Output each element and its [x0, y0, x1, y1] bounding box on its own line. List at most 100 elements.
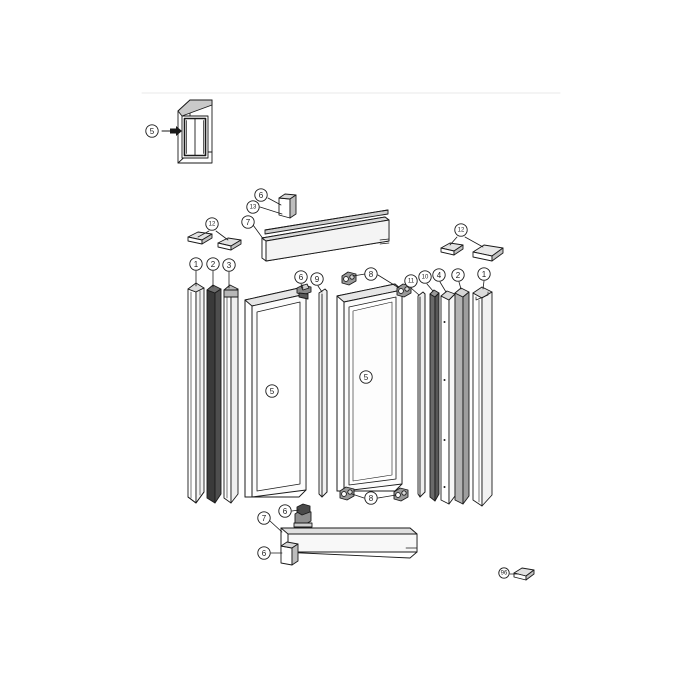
- callout-7: 7: [241, 215, 255, 229]
- callout-4: 4: [432, 268, 446, 282]
- callout-bubble: [454, 223, 468, 237]
- wedge-clip: [217, 237, 242, 251]
- callout-number: 6: [283, 507, 288, 516]
- right-door-panel: [336, 283, 403, 492]
- bottom-rail-cap: [280, 541, 299, 566]
- wedge-clip: [440, 242, 464, 256]
- callout-number: 4: [437, 271, 442, 280]
- callout-number: 12: [209, 221, 216, 227]
- callout-9: 9: [310, 272, 324, 286]
- callout-5: 5: [359, 370, 373, 384]
- callout-number: 5: [270, 387, 275, 396]
- wedge-clip: [187, 231, 213, 245]
- callout-2: 2: [451, 268, 465, 282]
- callout-bubble: [451, 268, 465, 282]
- callout-5: 5: [265, 384, 279, 398]
- loose-wedge-clip: [513, 567, 535, 581]
- callout-bubble: [278, 504, 292, 518]
- callout-number: 12: [458, 227, 465, 233]
- callout-number: 5: [150, 127, 155, 136]
- callout-bubble: [254, 188, 268, 202]
- callout-number: 2: [456, 271, 461, 280]
- callout-7: 7: [257, 511, 271, 525]
- handle-hardware: [296, 283, 312, 300]
- bottom-guide-block: [293, 503, 313, 528]
- callout-number: 6: [259, 191, 264, 200]
- callout-2: 2: [206, 257, 220, 271]
- callout-bubble: [477, 267, 491, 281]
- callout-bubble: [265, 384, 279, 398]
- callout-bubble: [145, 124, 159, 138]
- callout-3: 3: [222, 258, 236, 272]
- callout-number: 7: [262, 514, 267, 523]
- callout-bubble: [257, 511, 271, 525]
- callout-bubble: [418, 270, 432, 284]
- left-vertical-profile-1: [187, 282, 205, 504]
- callout-6: 6: [257, 546, 271, 560]
- mid-seal-strip: [318, 288, 328, 498]
- callout-bubble: [310, 272, 324, 286]
- callout-number: 13: [250, 204, 257, 210]
- assembly-callout-arrow: [161, 126, 182, 136]
- callout-bubble: [498, 567, 510, 579]
- callout-number: 1: [194, 260, 199, 269]
- callout-number: 6: [262, 549, 267, 558]
- callout-number: 1: [482, 270, 487, 279]
- callout-bubble: [294, 270, 308, 284]
- roller-corner-fitting: [339, 271, 412, 502]
- callout-number: 10: [422, 274, 429, 280]
- callout-10: 10: [418, 270, 432, 284]
- callout-1: 1: [477, 267, 491, 281]
- callout-number: 96: [501, 570, 508, 576]
- callout-bubble: [364, 491, 378, 505]
- assembled-enclosure: [177, 99, 213, 164]
- callout-number: 2: [211, 260, 216, 269]
- callout-12: 12: [205, 217, 219, 231]
- callout-bubble: [404, 274, 418, 288]
- callout-bubble: [241, 215, 255, 229]
- callout-number: 8: [369, 270, 374, 279]
- left-door-panel: [244, 287, 307, 498]
- callout-number: 11: [408, 278, 415, 284]
- left-vertical-profile-3: [223, 284, 239, 504]
- right-profile-2: [454, 287, 470, 505]
- callout-bubble: [205, 217, 219, 231]
- top-rail: [261, 216, 390, 262]
- left-wedge-clips: [187, 231, 242, 251]
- callout-bubble: [359, 370, 373, 384]
- callout-1: 1: [189, 257, 203, 271]
- callout-bubble: [432, 268, 446, 282]
- right-wedge-clips: [440, 242, 504, 262]
- right-profile-1: [472, 286, 493, 507]
- callout-bubble: [246, 200, 260, 214]
- top-seal-strip: [264, 209, 389, 235]
- callout-bubble: [257, 546, 271, 560]
- callout-number: 8: [369, 494, 374, 503]
- callout-number: 3: [227, 261, 232, 270]
- right-profile-4: [440, 290, 456, 505]
- callout-96: 96: [498, 567, 510, 579]
- callout-number: 7: [246, 218, 251, 227]
- callout-bubble: [206, 257, 220, 271]
- leader-lines: [195, 197, 519, 575]
- callout-13: 13: [246, 200, 260, 214]
- callout-number: 5: [364, 373, 369, 382]
- right-seal-strip-11: [417, 291, 426, 498]
- bottom-rail: [280, 527, 418, 559]
- callout-bubble: [364, 267, 378, 281]
- callout-bubble: [189, 257, 203, 271]
- callout-6: 6: [278, 504, 292, 518]
- callout-8: 8: [364, 491, 378, 505]
- callout-bubble: [222, 258, 236, 272]
- top-rail-cap: [278, 193, 297, 219]
- wedge-clip: [472, 244, 504, 262]
- top-rail-assembly: [261, 193, 390, 262]
- callout-6: 6: [294, 270, 308, 284]
- bottom-rail-assembly: [280, 503, 418, 566]
- callout-5: 5: [145, 124, 159, 138]
- callout-number: 6: [299, 273, 304, 282]
- callout-12: 12: [454, 223, 468, 237]
